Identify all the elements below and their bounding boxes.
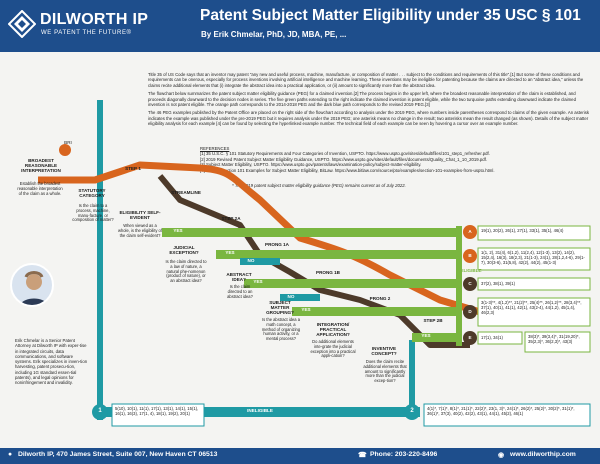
- ineligible-label: INELIGIBLE: [240, 408, 280, 413]
- prong2-description: Do additional elements inte-grate the ju…: [310, 340, 356, 359]
- bri-badge: BRI: [58, 140, 78, 145]
- eligible-label: ELIGIBLE: [456, 268, 486, 273]
- result-c-letter: C: [466, 281, 474, 286]
- step2a-description: Is the claim directed to a law of nature…: [164, 260, 208, 284]
- prong1b-description: Is the abstract idea a math concept, a m…: [260, 318, 302, 342]
- result-a-letter: A: [466, 229, 474, 234]
- step1-label: STATUTORY CATEGORY: [72, 188, 112, 198]
- prong1a-description: Is the claim directed to an abstract ide…: [222, 285, 258, 299]
- location-pin-icon: ●: [8, 451, 12, 458]
- step1-badge: STEP 1: [118, 166, 148, 171]
- yes-track-c: [244, 279, 458, 288]
- prong2-label: INTEGRATION/ PRACTICAL APPLICATION?: [310, 322, 356, 338]
- ineligible-2-examples[interactable]: 4(1)*, 7(1)*, 8(1)*, 21(1)*, 22(2)*, 23(…: [427, 406, 587, 416]
- step2b-description: Does the claim recite additional element…: [362, 360, 408, 384]
- step2b-badge: STEP 2B: [418, 318, 448, 323]
- prong1a-badge: PRONG 1A: [260, 242, 294, 247]
- no-label: NO: [284, 294, 298, 299]
- footer-bar: ● Dilworth IP, 470 James Street, Suite 0…: [0, 448, 600, 464]
- yes-label: YES: [418, 333, 434, 338]
- phone-icon: ☎: [358, 451, 366, 459]
- footer-website[interactable]: www.dilworthip.com: [510, 451, 576, 458]
- author-bio: Erik Chmelar is a Senior Patent Attorney…: [15, 338, 90, 386]
- step2a-label: JUDICIAL EXCEPTION?: [164, 245, 204, 255]
- yes-label: YES: [250, 279, 266, 284]
- result-b-letter: B: [466, 253, 474, 258]
- yes-label: YES: [298, 307, 314, 312]
- ineligible-badge-1-label: 1: [96, 409, 104, 414]
- bri-label: BROADEST REASONABLE INTERPRETATION: [16, 158, 66, 174]
- result-b-examples[interactable]: 1(1, 2), 31(4), 6(1,2), 11(2,4), 12(1-3)…: [481, 250, 589, 265]
- result-d-letter: D: [466, 309, 474, 314]
- ineligible-badge-2-label: 2: [408, 409, 416, 414]
- prong2-badge: PRONG 2: [364, 296, 396, 301]
- no-label: NO: [244, 258, 258, 263]
- streamline-description: When viewed as a whole, is the eligibili…: [118, 224, 162, 238]
- yes-track-d: [292, 307, 458, 316]
- result-a-examples[interactable]: 19(1), 20(2), 26(1), 27(1), 33(1), 35(1)…: [481, 228, 589, 233]
- person-portrait-icon: [10, 263, 54, 307]
- footer-phone[interactable]: Phone: 203-220-8496: [370, 451, 437, 458]
- yes-track-a: [162, 228, 458, 237]
- footer-address: Dilworth IP, 470 James Street, Suite 007…: [18, 451, 217, 458]
- eligible-bar: [456, 226, 462, 346]
- bri-description: Establish the broadest reasonable interp…: [16, 182, 64, 196]
- step2a-badge: STEP 2A: [216, 216, 246, 221]
- result-e-letter: E: [466, 335, 474, 340]
- step2b-label: INVENTIVE CONCEPT?: [364, 346, 404, 356]
- prong1b-label: SUBJECT MATTER GROUPING?: [260, 300, 300, 316]
- bri-node: [59, 144, 71, 156]
- ineligible-1-examples[interactable]: 5(10), 10(1), 11(1), 17(1), 13(1), 14(1)…: [115, 406, 203, 416]
- step1-description: Is the claim to a process, machine, manu…: [72, 204, 114, 223]
- streamline-label: ELIGIBILITY SELF-EVIDENT: [118, 210, 162, 220]
- result-e-examples[interactable]: 17(1), 34(1): [481, 335, 521, 340]
- yes-label: YES: [170, 228, 186, 233]
- prong1b-badge: PRONG 1B: [312, 270, 344, 275]
- yes-label: YES: [222, 250, 238, 255]
- streamline-badge: STREAMLINE: [166, 190, 206, 195]
- result-d-examples[interactable]: 3(1-3)**, 4(1,2)**, 21(2)**, 25(4)**, 26…: [481, 300, 589, 315]
- result-e-extra-examples[interactable]: 38(3)*, 39(3,4)*, 31(19,20)*, 35(2,3)*, …: [528, 334, 588, 344]
- globe-icon: ◉: [498, 451, 504, 459]
- result-c-examples[interactable]: 37(2), 38(1), 39(1): [481, 281, 589, 286]
